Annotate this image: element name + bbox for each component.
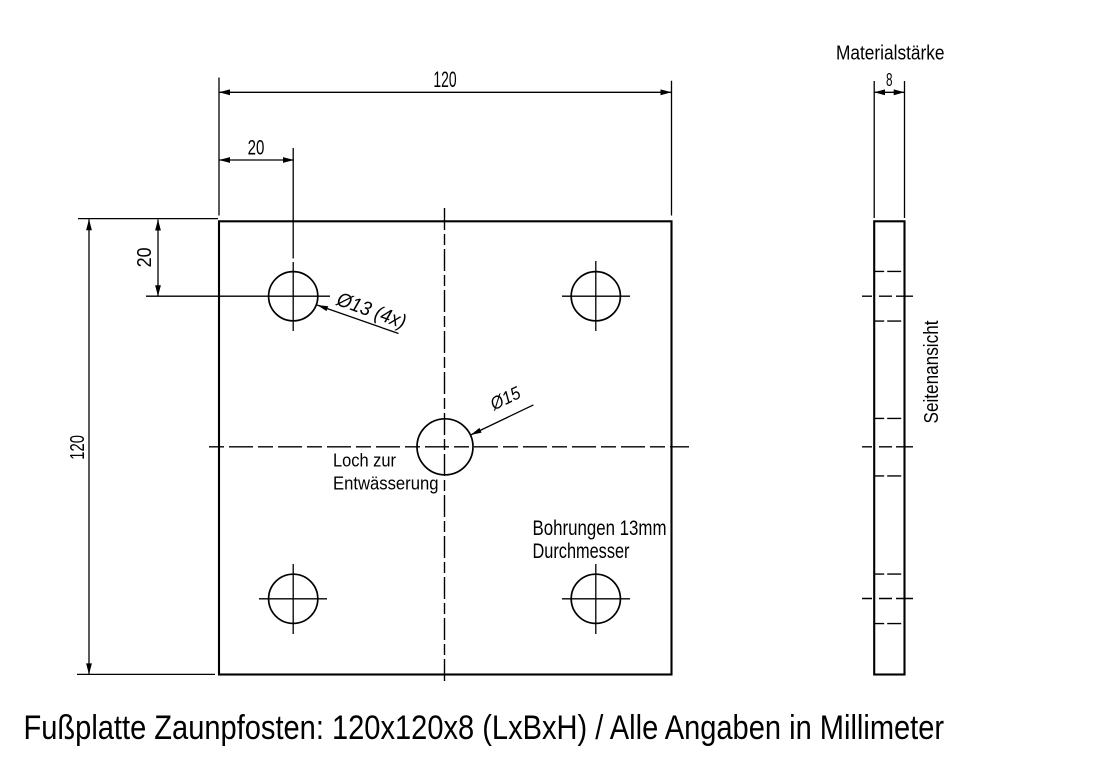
- svg-text:120: 120: [433, 67, 456, 92]
- svg-text:Bohrungen 13mm: Bohrungen 13mm: [533, 517, 667, 540]
- svg-text:120: 120: [67, 435, 89, 460]
- svg-text:Loch zur: Loch zur: [333, 450, 396, 471]
- svg-text:Materialstärke: Materialstärke: [836, 43, 945, 65]
- svg-text:Entwässerung: Entwässerung: [333, 472, 439, 493]
- svg-text:Durchmesser: Durchmesser: [533, 540, 630, 563]
- svg-text:20: 20: [248, 137, 265, 160]
- svg-text:Fußplatte Zaunpfosten: 120x120: Fußplatte Zaunpfosten: 120x120x8 (LxBxH)…: [24, 709, 945, 747]
- svg-text:20: 20: [133, 247, 156, 267]
- svg-text:8: 8: [886, 69, 893, 90]
- svg-text:Seitenansicht: Seitenansicht: [921, 320, 943, 423]
